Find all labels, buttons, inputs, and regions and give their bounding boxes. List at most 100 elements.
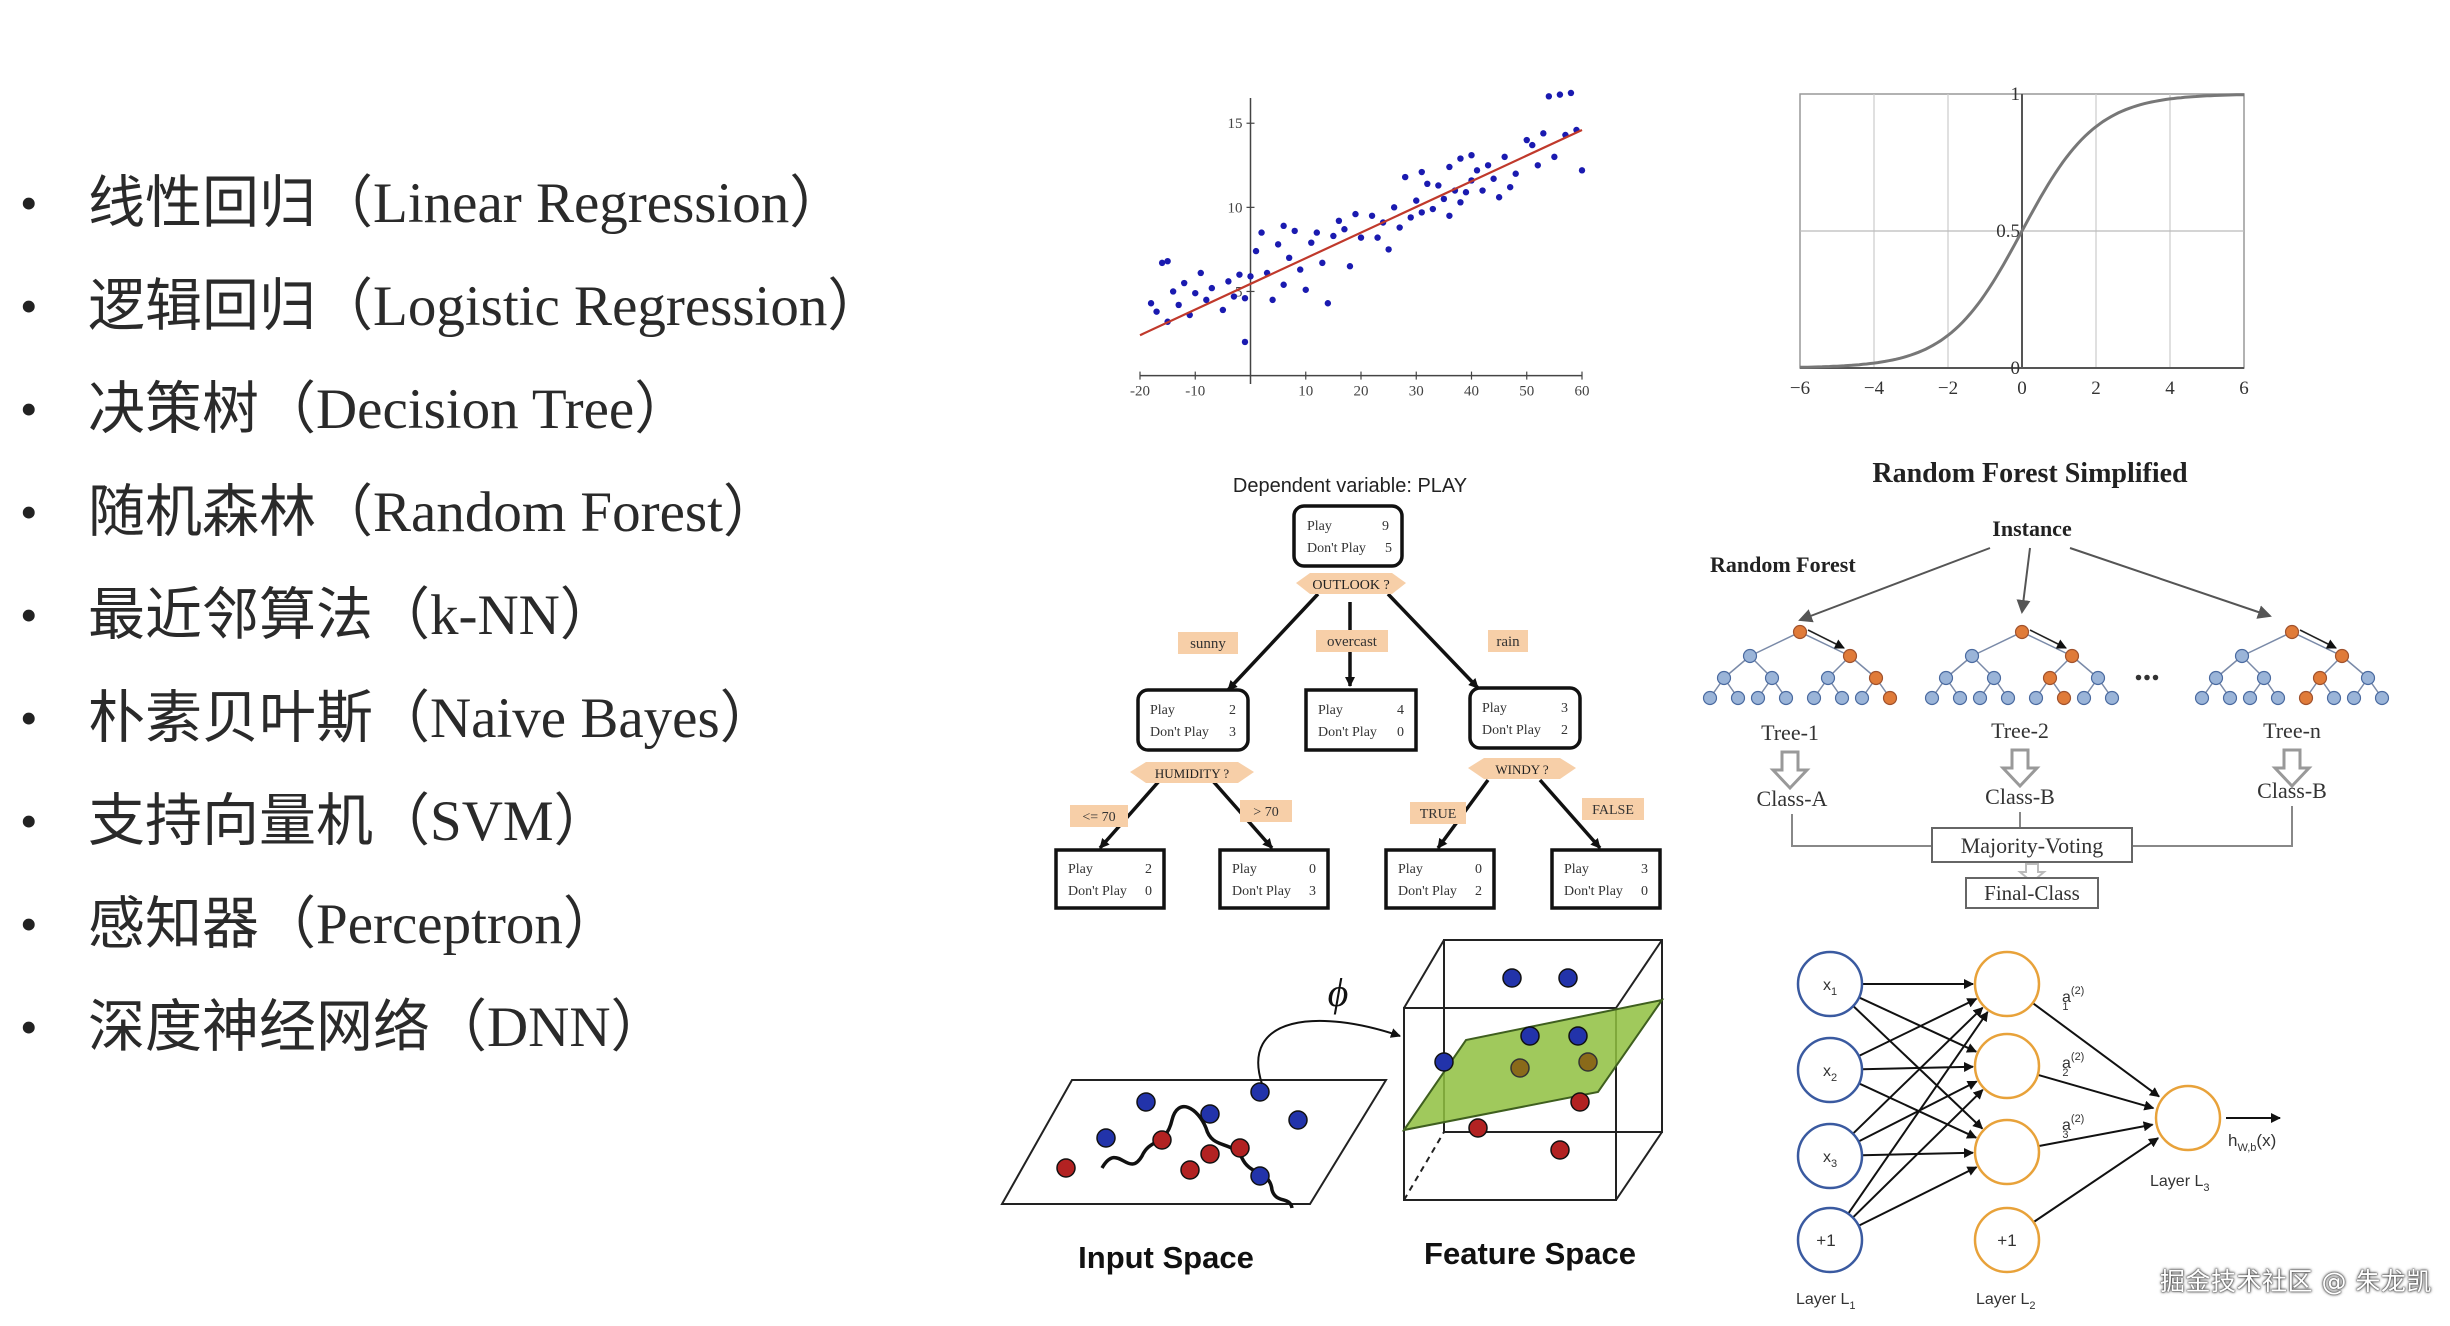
scatter-point [1158,259,1166,267]
svg-text:2: 2 [1475,884,1482,899]
mini-tree-node [1938,670,1954,686]
svg-text:Don't Play: Don't Play [1482,723,1541,738]
random-forest-instance: Instance [1992,516,2072,541]
tree-leaf: Play 3 Don't Play 0 [1550,848,1662,910]
bias-node-label: +1 [1816,1231,1835,1250]
down-arrow-icons [1769,748,2313,791]
scatter-point [1446,212,1453,219]
tree-label: Tree-n [2263,718,2321,743]
branch-label-overcast: overcast [1316,630,1388,652]
svg-text:3: 3 [1641,862,1648,877]
scatter-point [1523,136,1530,144]
scatter-point [1529,141,1536,149]
mini-tree-node-active [1792,624,1808,640]
scatter-point [1319,259,1326,267]
scatter-point [1446,163,1453,171]
mini-tree-node [2028,690,2044,706]
scatter-point [1468,152,1475,159]
scatter-point [1413,197,1420,204]
mini-tree-node [1778,690,1794,706]
mini-tree-node-active [2298,690,2314,706]
feature-space-points [1434,968,1598,1160]
scatter-point [1368,212,1376,219]
scatter-point [1578,167,1586,174]
mini-tree-node [1854,690,1870,706]
mini-tree-node [2104,690,2120,706]
hidden-node [1973,950,2041,1018]
scatter-point [1484,162,1492,169]
scatter-point [1457,199,1464,206]
scatter-point [1164,257,1171,265]
mini-tree-node [2090,670,2106,686]
mini-tree-node [2000,690,2016,706]
nn-edge [1847,1011,1989,1215]
list-item-label: 决策树（Decision Tree） [88,378,692,441]
list-item-label: 线性回归（Linear Regression） [88,172,847,235]
random-forest-title: Random Forest Simplified [1872,458,2188,489]
random-forest-trees [1702,624,2390,706]
input-node-label: x2 [1823,1063,1837,1084]
mini-tree-edge [2241,631,2293,657]
x-tick-label: 0 [2017,378,2027,399]
scatter-point [1153,308,1160,315]
scatter-point [1147,300,1155,307]
svg-text:FALSE: FALSE [1592,803,1634,818]
voting-connectors [1791,806,2293,847]
scatter-point [1418,168,1425,176]
scatter-point [1357,234,1365,241]
x-tick-label: 50 [1519,384,1534,400]
input-node [1796,1036,1864,1104]
mini-tree-node-active [1868,670,1884,686]
scatter-point [1258,229,1265,236]
mini-tree-node [2346,690,2362,706]
mini-tree-icon [1702,624,1898,706]
input-space-plane [1000,1079,1388,1205]
layer-label: Layer L2 [1976,1291,2036,1312]
list-item-label: 支持向量机（SVM） [88,790,611,853]
list-item-label: 随机森林（Random Forest） [88,481,780,544]
scatter-point [1385,246,1392,253]
scatter-point [1490,175,1497,182]
tree-label: Tree-2 [1991,718,2049,743]
y-tick-label: 0 [2011,358,2021,379]
scatter-point [1540,130,1547,137]
x-tick-label: 60 [1575,384,1590,400]
nn-edge [1858,1080,1978,1143]
scatter-point [1269,296,1276,304]
svg-text:Play: Play [1398,862,1423,877]
scatter-point [1225,278,1232,285]
hidden-node [1973,1032,2041,1100]
mini-tree-node [1834,690,1850,706]
scatter-point [1335,217,1343,225]
activation-label: a(2)3 [2062,1113,2084,1141]
feature-space-label: Feature Space [1424,1236,1636,1271]
bullet-icon: • [20,896,38,952]
svg-text:Don't Play: Don't Play [1564,884,1623,899]
list-item: • 线性回归（Linear Regression） [20,152,884,255]
nn-edge [1858,997,1978,1057]
mini-tree-node [1742,648,1758,664]
mini-tree-node-active [1882,690,1898,706]
branch-label-le70: <= 70 [1070,805,1128,827]
scatter-point [1418,209,1425,216]
branch-label-true: TRUE [1410,802,1466,824]
branch-label-false: FALSE [1582,798,1644,820]
activation-label: a(2)2 [2062,1051,2084,1079]
mini-tree-node-active [2284,624,2300,640]
svg-text:3: 3 [1309,884,1316,899]
input-node-label: x1 [1823,977,1837,998]
scatter-point [1341,226,1348,233]
x-tick-label: 6 [2239,378,2249,399]
mini-tree-icon [1924,624,2120,706]
svg-text:Play: Play [1068,862,1093,877]
bullet-icon: • [20,793,38,849]
scatter-point [1396,224,1403,231]
mini-tree-node [1730,690,1746,706]
bullet-icon: • [20,278,38,334]
scatter-point [1181,279,1188,287]
bullet-icon: • [20,175,38,231]
class-label: Class-A [1757,786,1828,811]
scatter-point [1346,263,1354,270]
hidden-node [1973,1206,2041,1274]
nn-edge [2038,1121,2154,1148]
